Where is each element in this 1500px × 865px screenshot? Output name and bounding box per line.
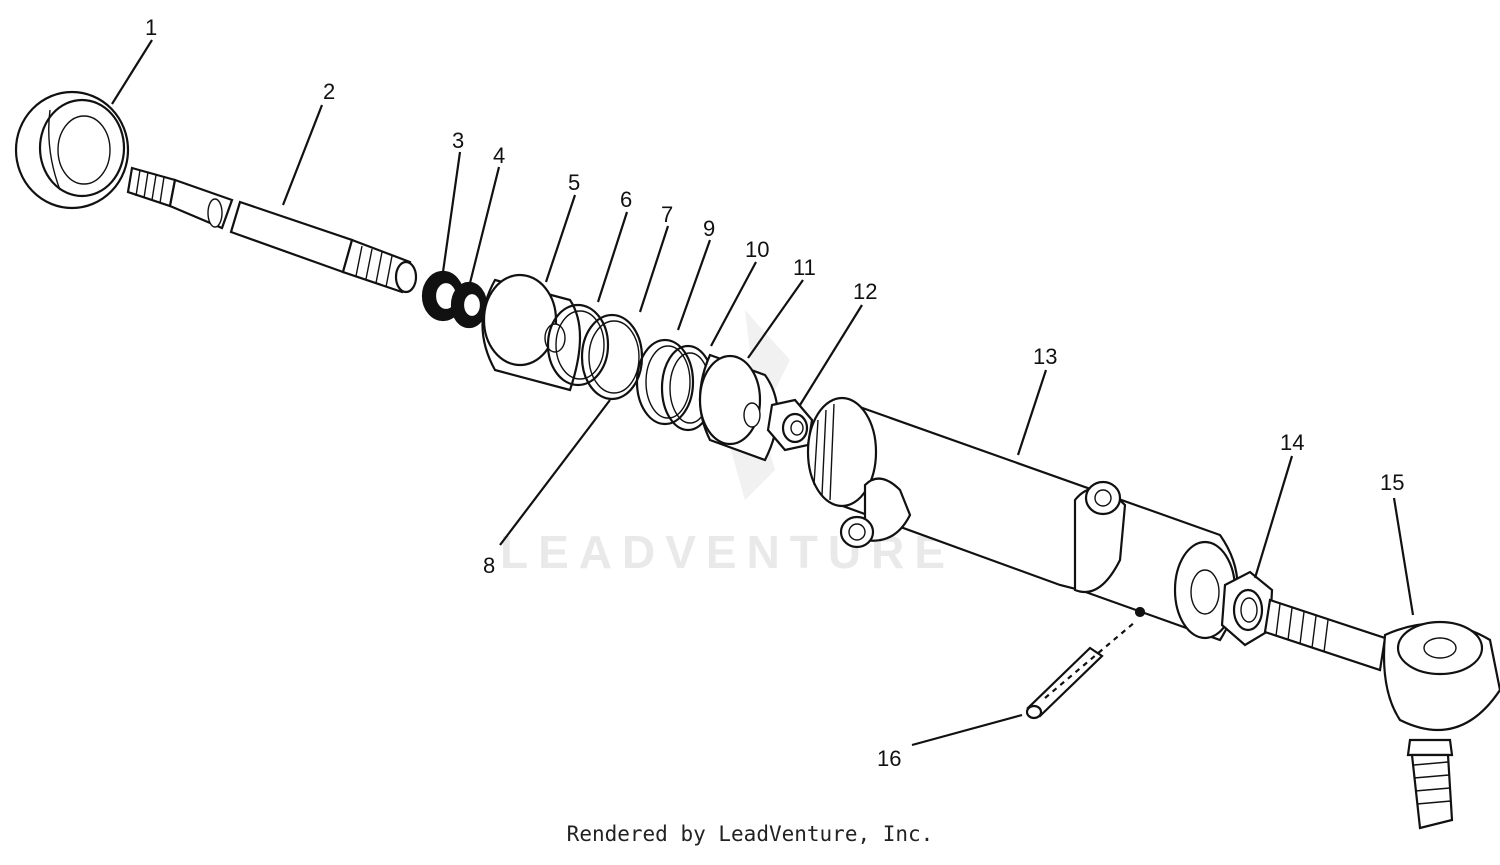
callout-11: 11	[793, 255, 816, 280]
footer-credit: Rendered by LeadVenture, Inc.	[566, 822, 934, 846]
part-4-wiper[interactable]	[450, 281, 488, 329]
part-14-jam-nut[interactable]	[1220, 570, 1274, 647]
part-5-gland[interactable]	[481, 273, 582, 392]
part-6-o-ring[interactable]	[546, 303, 610, 387]
part-12-nut[interactable]	[766, 398, 814, 452]
callout-labels: 1 2 3 4 5 6 7 9 10 11 12 13 14 15 8 16	[145, 15, 1404, 771]
leader-lines	[111, 39, 1415, 747]
callout-14: 14	[1280, 430, 1304, 455]
callout-16: 16	[877, 746, 901, 771]
callout-3: 3	[452, 128, 464, 153]
callout-1: 1	[145, 15, 157, 40]
callout-13: 13	[1033, 344, 1057, 369]
callout-15: 15	[1380, 470, 1404, 495]
part-13-cylinder-barrel[interactable]	[806, 396, 1239, 642]
callout-7: 7	[661, 202, 673, 227]
part-7-backup-ring[interactable]	[580, 313, 644, 401]
callout-2: 2	[323, 79, 335, 104]
callout-9: 9	[703, 216, 715, 241]
part-1-cap-nut[interactable]	[14, 90, 130, 210]
callout-5: 5	[568, 170, 580, 195]
callout-4: 4	[493, 143, 505, 168]
callout-8: 8	[483, 553, 495, 578]
part-2-piston-rod[interactable]	[126, 166, 418, 294]
callout-10: 10	[745, 237, 769, 262]
part-11-piston[interactable]	[698, 353, 779, 462]
callout-6: 6	[620, 187, 632, 212]
part-15-tie-rod-end[interactable]	[1263, 598, 1500, 830]
callout-12: 12	[853, 279, 877, 304]
part-9-piston-seal[interactable]	[635, 338, 695, 426]
